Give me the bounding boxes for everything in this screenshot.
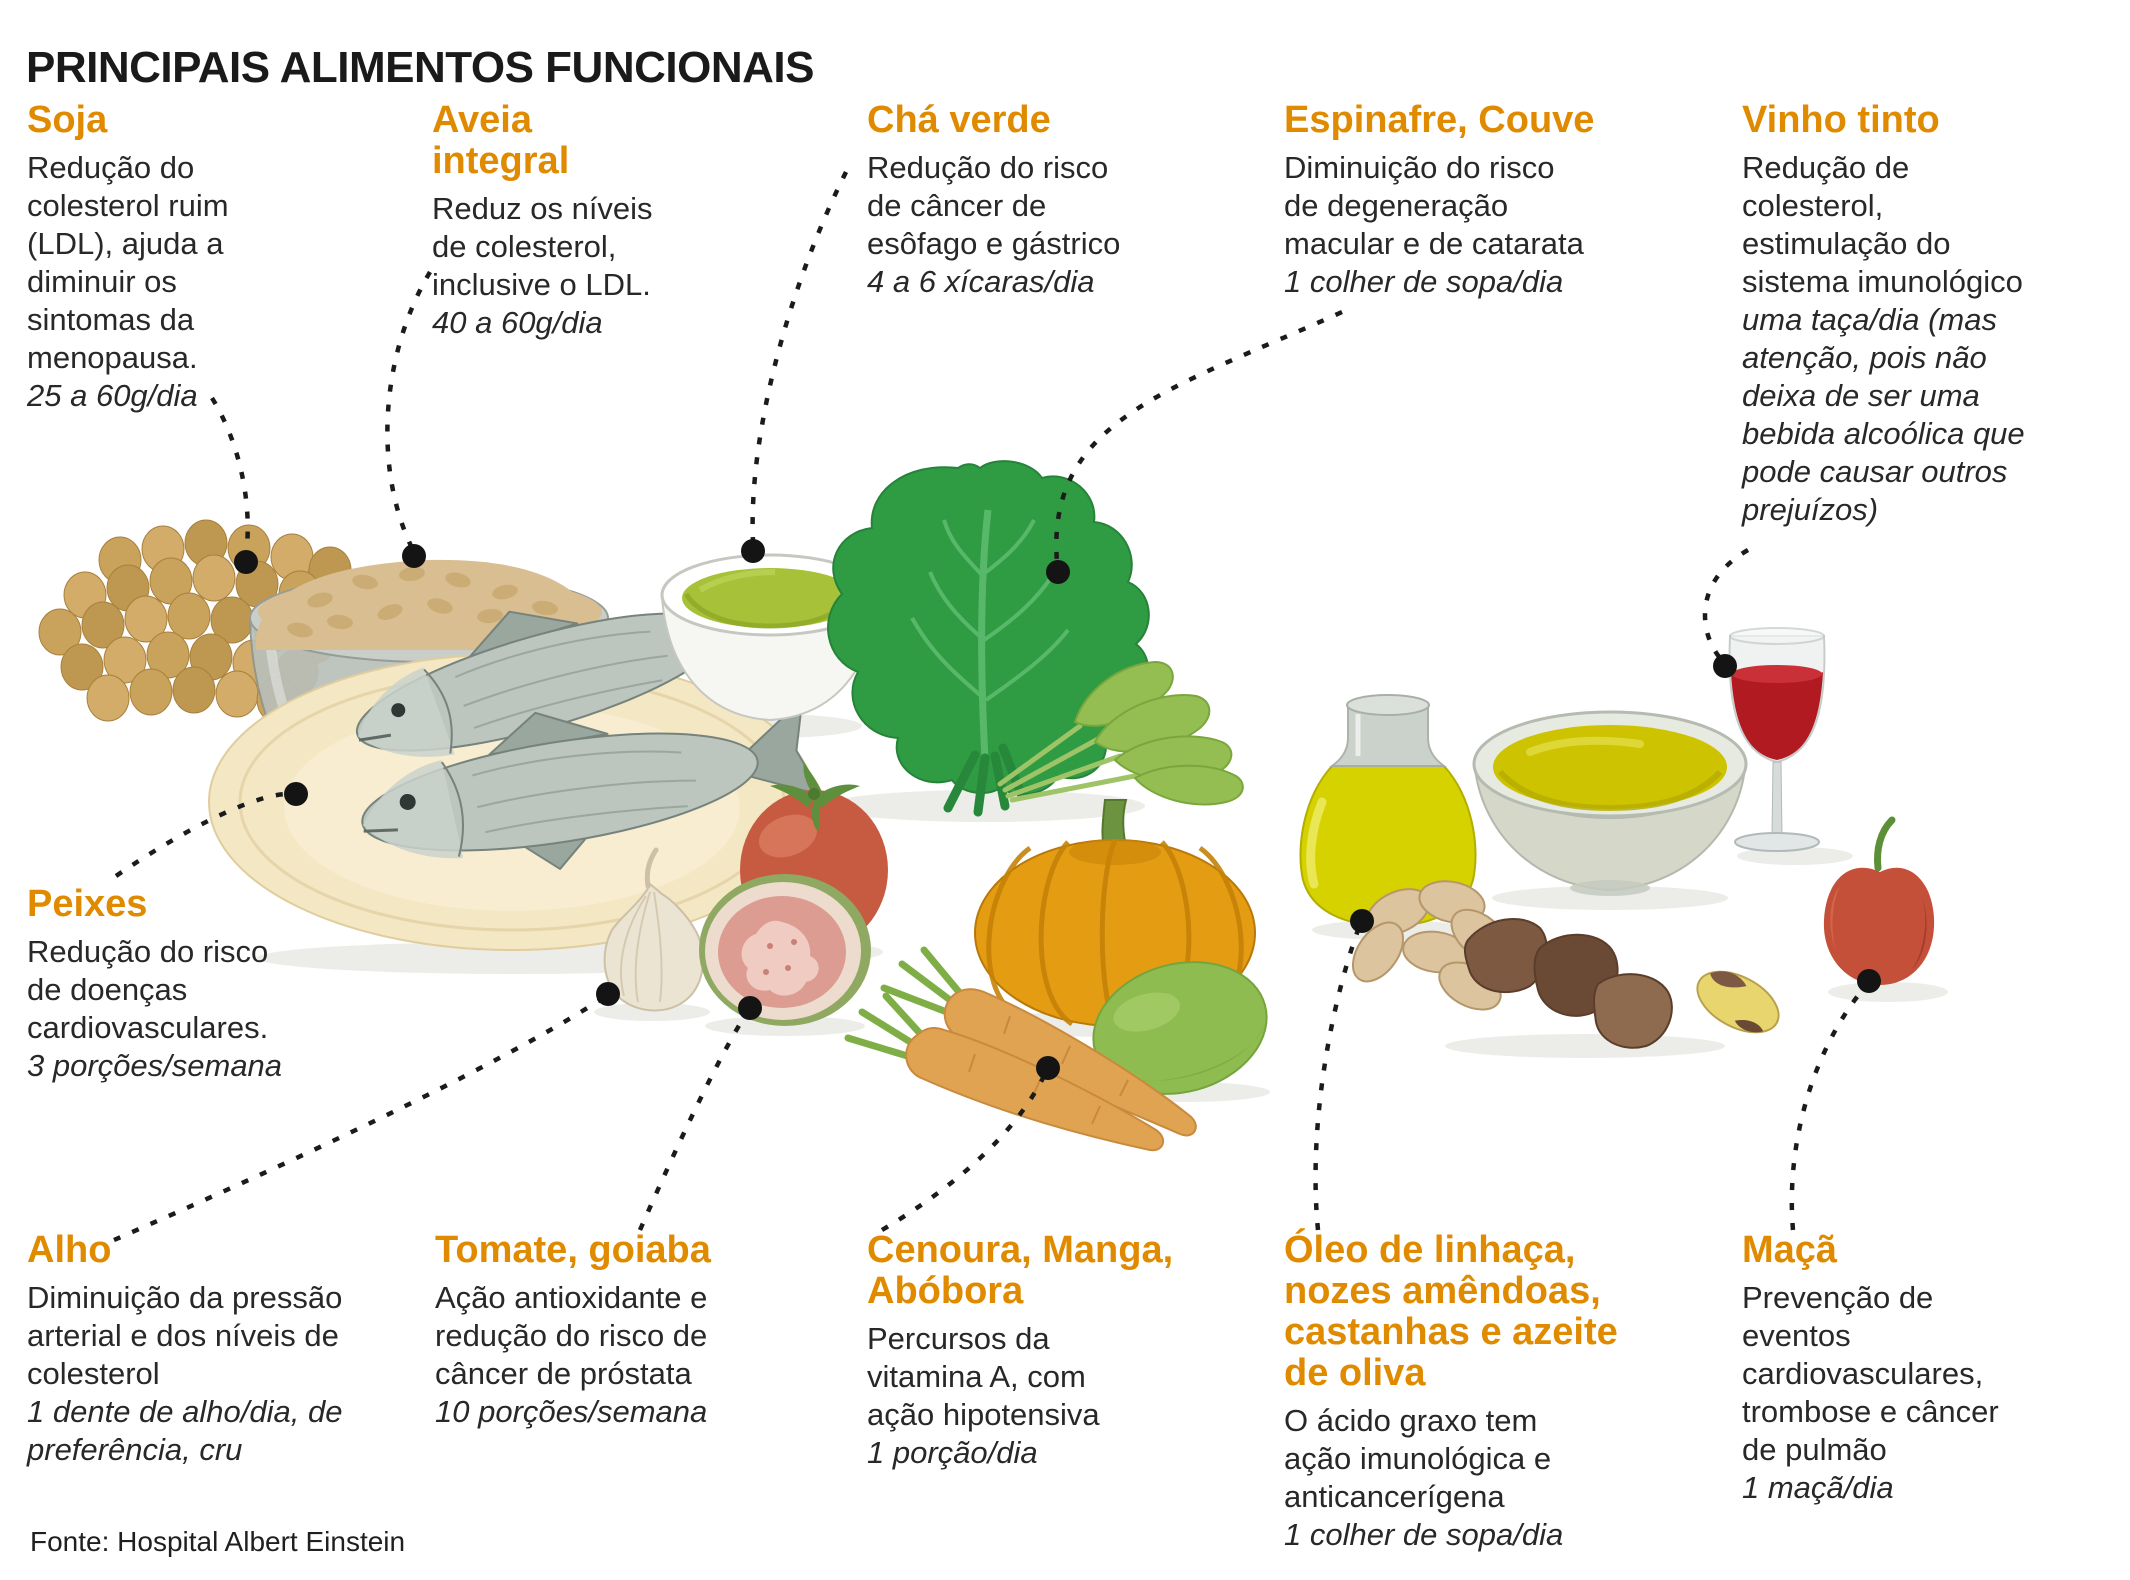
fish-plate-icon bbox=[208, 564, 823, 951]
food-description-peixes: Redução do risco de doenças cardiovascul… bbox=[27, 934, 269, 1045]
leader-line-maca bbox=[1789, 986, 1866, 1231]
food-item-espinafre: Espinafre, Couve Diminuição do risco de … bbox=[1284, 100, 1596, 301]
guava-icon bbox=[699, 874, 871, 1026]
food-name-soja: Soja bbox=[27, 99, 108, 141]
leader-line-alho bbox=[113, 998, 602, 1243]
food-description-vinho-tinto: Redução de colesterol, estimulação do si… bbox=[1742, 150, 2023, 299]
food-description-alho: Diminuição da pressão arterial e dos nív… bbox=[27, 1280, 343, 1391]
food-item-maca: Maçã Prevenção de eventos cardiovascular… bbox=[1742, 1230, 2008, 1507]
leader-line-aveia bbox=[385, 270, 432, 549]
food-description-oleo-nozes: O ácido graxo tem ação imunológica e ant… bbox=[1284, 1403, 1552, 1514]
food-name-alho: Alho bbox=[27, 1229, 112, 1271]
food-name-cha-verde: Chá verde bbox=[867, 99, 1051, 141]
food-dose-tomate-goiaba: 10 porções/semana bbox=[435, 1394, 708, 1429]
kale-spinach-icon bbox=[827, 460, 1244, 817]
food-description-cenoura-manga-abobora: Percursos da vitamina A, com ação hipote… bbox=[867, 1321, 1100, 1432]
fish-icon bbox=[361, 697, 823, 870]
food-dose-maca: 1 maçã/dia bbox=[1742, 1470, 1894, 1505]
red-wine-glass-icon bbox=[1728, 627, 1826, 852]
food-name-cenoura-manga-abobora: Cenoura, Manga, Abóbora bbox=[867, 1229, 1174, 1312]
leader-line-oleo bbox=[1313, 929, 1361, 1231]
leader-line-cha-verde bbox=[750, 170, 849, 543]
food-name-espinafre: Espinafre, Couve bbox=[1284, 99, 1595, 141]
page-title: PRINCIPAIS ALIMENTOS FUNCIONAIS bbox=[26, 43, 814, 93]
food-dose-cenoura-manga-abobora: 1 porção/dia bbox=[867, 1435, 1038, 1470]
food-description-tomate-goiaba: Ação antioxidante e redução do risco de … bbox=[435, 1280, 708, 1391]
food-item-cenoura-manga-abobora: Cenoura, Manga, Abóbora Percursos da vit… bbox=[867, 1230, 1187, 1472]
food-description-espinafre: Diminuição do risco de degeneração macul… bbox=[1284, 150, 1584, 261]
brazil-nuts-icon bbox=[1463, 917, 1780, 1049]
food-name-oleo-nozes: Óleo de linhaça, nozes amêndoas, castanh… bbox=[1284, 1229, 1618, 1394]
leader-dots bbox=[234, 539, 1881, 1080]
food-name-aveia: Aveia integral bbox=[432, 99, 570, 182]
food-item-aveia: Aveia integral Reduz os níveis de colest… bbox=[432, 100, 670, 342]
food-dose-aveia: 40 a 60g/dia bbox=[432, 305, 603, 340]
food-name-vinho-tinto: Vinho tinto bbox=[1742, 99, 1940, 141]
food-dose-peixes: 3 porções/semana bbox=[27, 1048, 283, 1083]
food-item-soja: Soja Redução do colesterol ruim (LDL), a… bbox=[27, 100, 251, 415]
carrot-icon bbox=[844, 946, 1197, 1152]
food-dose-espinafre: 1 colher de sopa/dia bbox=[1284, 264, 1564, 299]
leader-line-soja bbox=[210, 396, 250, 555]
green-tea-bowl-icon bbox=[660, 553, 880, 722]
food-dose-alho: 1 dente de alho/dia, de preferência, cru bbox=[27, 1394, 343, 1467]
source-credit: Fonte: Hospital Albert Einstein bbox=[30, 1526, 406, 1557]
food-dose-vinho-tinto: uma taça/dia (mas atenção, pois não deix… bbox=[1742, 302, 2025, 527]
leader-line-vinho bbox=[1702, 548, 1750, 660]
leader-line-tomate bbox=[637, 1012, 748, 1231]
food-dose-soja: 25 a 60g/dia bbox=[27, 378, 198, 413]
food-item-alho: Alho Diminuição da pressão arterial e do… bbox=[27, 1230, 345, 1469]
food-name-maca: Maçã bbox=[1742, 1229, 1838, 1271]
food-item-oleo-nozes: Óleo de linhaça, nozes amêndoas, castanh… bbox=[1284, 1230, 1636, 1554]
olive-oil-bowl-icon bbox=[1472, 710, 1748, 896]
food-name-peixes: Peixes bbox=[27, 883, 148, 925]
food-name-tomate-goiaba: Tomate, goiaba bbox=[435, 1229, 711, 1271]
garlic-icon bbox=[603, 847, 704, 1012]
food-item-cha-verde: Chá verde Redução do risco de câncer de … bbox=[867, 100, 1132, 301]
food-dose-oleo-nozes: 1 colher de sopa/dia bbox=[1284, 1517, 1564, 1552]
food-dose-cha-verde: 4 a 6 xícaras/dia bbox=[867, 264, 1095, 299]
apple-icon bbox=[1823, 816, 1935, 985]
food-item-vinho-tinto: Vinho tinto Redução de colesterol, estim… bbox=[1742, 100, 2044, 529]
food-item-peixes: Peixes Redução do risco de doenças cardi… bbox=[27, 884, 297, 1085]
food-description-aveia: Reduz os níveis de colesterol, inclusive… bbox=[432, 191, 653, 302]
food-item-tomate-goiaba: Tomate, goiaba Ação antioxidante e reduç… bbox=[435, 1230, 729, 1431]
food-description-soja: Redução do colesterol ruim (LDL), ajuda … bbox=[27, 150, 229, 375]
leader-lines bbox=[113, 170, 1866, 1243]
food-description-maca: Prevenção de eventos cardiovasculares, t… bbox=[1742, 1280, 1999, 1467]
food-description-cha-verde: Redução do risco de câncer de esôfago e … bbox=[867, 150, 1121, 261]
